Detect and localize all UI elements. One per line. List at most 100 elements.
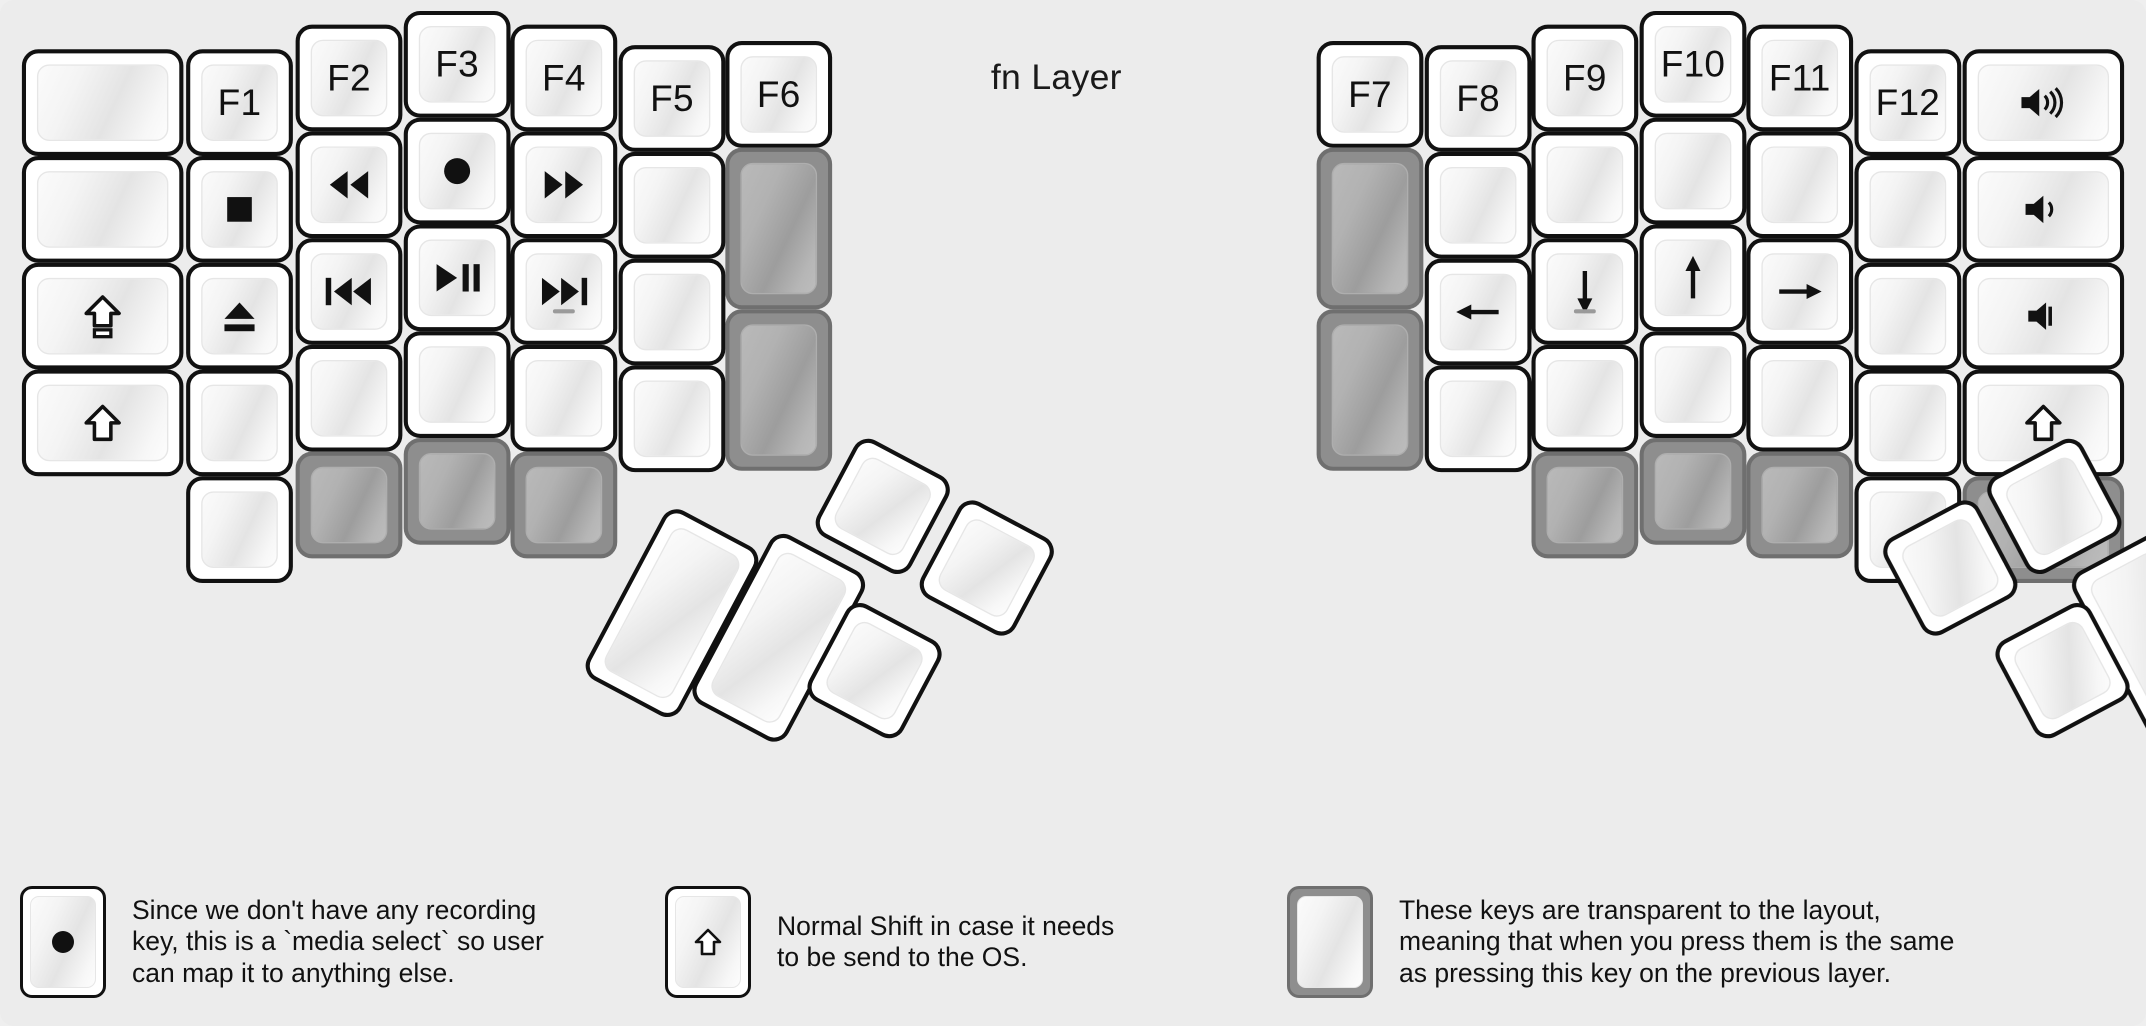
prev-track-icon [323,275,375,308]
key-right-c4-r4[interactable] [1746,451,1854,559]
key-left-c6-r1[interactable] [725,147,833,310]
key-right-c3-r4[interactable] [1639,437,1747,545]
keycap: F11 [1761,39,1839,117]
key-left-c6-r2[interactable] [725,309,833,471]
key-left-c5-r3[interactable] [618,365,726,473]
key-right-c1-r0[interactable]: F8 [1424,45,1532,152]
key-left-c0-r3[interactable] [21,369,184,477]
key-left-c1-r1[interactable] [186,156,293,263]
key-left-c4-r2[interactable] [510,238,618,345]
key-left-c4-r1[interactable] [510,131,618,239]
keycap [830,453,936,560]
key-right-c4-r3[interactable] [1746,344,1854,452]
key-label: F12 [1875,81,1941,123]
key-left-c2-r1[interactable] [295,131,403,239]
keycap [201,277,278,355]
key-right-c0-r1[interactable] [1316,147,1424,310]
key-right-c2-r0[interactable]: F9 [1531,24,1639,132]
key-right-c6-r1[interactable] [1962,156,2125,263]
key-left-c3-r0[interactable]: F3 [403,10,511,118]
key-right-c5-r3[interactable] [1854,369,1962,477]
key-right-c5-r2[interactable] [1854,262,1962,370]
key-right-c0-r0[interactable]: F7 [1316,41,1424,148]
key-right-c2-r3[interactable] [1531,344,1639,452]
key-right-c0-r2[interactable] [1316,309,1424,471]
key-left-c5-r1[interactable] [618,151,726,259]
key-left-c3-r4[interactable] [403,437,511,545]
key-right-c1-r3[interactable] [1424,365,1532,473]
keycap: F9 [1546,39,1624,117]
key-right-c3-r1[interactable] [1639,117,1747,225]
rewind-icon [326,168,373,201]
key-right-c4-r0[interactable]: F11 [1746,24,1854,132]
keycap [1546,359,1624,437]
stop-icon [222,192,258,228]
keycap [1761,466,1839,544]
keycap [418,239,496,317]
arrow-left-icon [1452,296,1504,329]
key-right-c4-r2[interactable] [1746,238,1854,345]
key-right-c5-r1[interactable] [1854,156,1962,263]
keycap [525,466,603,544]
key-label: F7 [1348,73,1392,115]
key-right-c6-r0[interactable] [1962,49,2125,157]
legend-key-transparent [1287,886,1373,998]
legend-keycap [675,896,741,988]
key-left-c5-r0[interactable]: F5 [618,45,726,152]
key-left-c2-r4[interactable] [295,451,403,559]
key-right-c3-r2[interactable] [1639,224,1747,332]
arrow-right-icon [1774,275,1826,308]
key-right-c2-r4[interactable] [1531,451,1639,559]
key-right-c4-r1[interactable] [1746,131,1854,239]
keycap [740,162,818,295]
keycap [822,617,928,724]
key-right-c3-r3[interactable] [1639,331,1747,438]
key-left-c2-r2[interactable] [295,238,403,345]
keycap [1654,132,1732,210]
key-label: F4 [542,56,586,98]
key-marker [552,309,575,314]
key-right-c5-r0[interactable]: F12 [1854,49,1962,157]
key-left-c5-r2[interactable] [618,258,726,366]
keycap [310,466,388,544]
legend-keycap [1297,896,1363,988]
keycap: F5 [633,60,711,137]
key-left-c0-r1[interactable] [21,156,184,263]
key-label: F5 [650,77,694,119]
keycap [310,146,388,224]
key-left-c6-r0[interactable]: F6 [725,41,833,148]
key-left-c2-r0[interactable]: F2 [295,24,403,132]
key-left-c1-r4[interactable] [186,476,293,584]
keycap [1654,346,1732,423]
key-left-c1-r2[interactable] [186,262,293,370]
key-right-c3-r0[interactable]: F10 [1639,10,1747,118]
key-left-c4-r0[interactable]: F4 [510,24,618,132]
keycap [1869,171,1947,248]
key-right-c2-r2[interactable] [1531,238,1639,345]
key-right-c1-r1[interactable] [1424,151,1532,259]
key-left-c1-r3[interactable] [186,369,293,477]
keycap [525,253,603,330]
key-left-c1-r0[interactable]: F1 [186,49,293,157]
keycap [1761,146,1839,224]
key-right-c6-r2[interactable] [1962,262,2125,370]
key-left-c0-r2[interactable] [21,262,184,370]
keycap [1977,171,2110,248]
key-left-c4-r4[interactable] [510,451,618,559]
key-right-c1-r2[interactable] [1424,258,1532,366]
key-right-c2-r1[interactable] [1531,131,1639,239]
keycap [525,146,603,224]
key-left-c3-r3[interactable] [403,331,511,438]
key-label: F1 [217,81,262,123]
key-left-c3-r2[interactable] [403,224,511,332]
key-left-c0-r0[interactable] [21,49,184,157]
page-title: fn Layer [990,57,1122,98]
legend-keycap [30,896,96,988]
key-left-c3-r1[interactable] [403,117,511,225]
keycap [36,384,169,462]
key-label: F10 [1660,43,1726,85]
key-left-c2-r3[interactable] [295,344,403,452]
key-left-c4-r3[interactable] [510,344,618,452]
play-pause-icon [432,261,481,294]
